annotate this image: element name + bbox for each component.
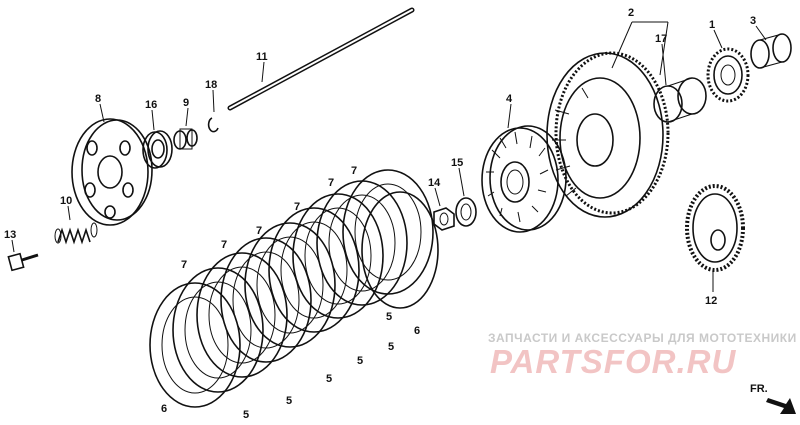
callout-9: 9 [183,97,189,109]
needle-bearing-part [653,77,707,123]
clutch-plate-stack [149,169,439,408]
callout-7: 7 [181,259,187,271]
callout-15: 15 [451,157,463,169]
callout-7: 7 [294,201,300,213]
washer-part [455,197,477,227]
callout-5: 5 [326,373,332,385]
leader-lines [11,21,767,292]
lock-nut-part [433,207,455,231]
circlip-part [207,117,219,133]
callout-11: 11 [256,51,268,63]
watermark-tagline: ЗАПЧАСТИ И АКСЕССУАРЫ ДЛЯ МОТОТЕХНИКИ [488,331,797,345]
callout-5: 5 [286,395,292,407]
front-direction-arrow [766,398,796,414]
callout-7: 7 [256,225,262,237]
callout-17: 17 [655,33,667,45]
callout-5: 5 [357,355,363,367]
callout-7: 7 [328,177,334,189]
callout-4: 4 [506,93,513,105]
callout-5: 5 [243,409,249,421]
spring-part [54,222,98,245]
callout-12: 12 [705,295,717,307]
callout-2: 2 [628,7,634,19]
callout-18: 18 [205,79,217,91]
callout-1: 1 [709,19,715,31]
clutch-center-part [481,125,567,233]
lifter-piece-part [173,128,198,150]
callout-14: 14 [428,177,441,189]
collar-part [750,33,792,69]
callout-13: 13 [4,229,16,241]
callout-8: 8 [95,93,101,105]
callout-6: 6 [414,325,420,337]
front-direction-label: FR. [750,383,768,395]
clutch-outer-part [546,51,670,218]
callout-10: 10 [60,195,72,207]
drive-gear-part [685,184,745,272]
pressure-plate-part [71,118,153,226]
callout-7: 7 [351,165,357,177]
part-callouts: 2 1 3 17 11 8 18 16 9 4 15 14 10 13 12 7… [4,7,756,421]
callout-16: 16 [145,99,157,111]
push-rod-part [227,7,415,111]
callout-3: 3 [750,15,756,27]
bolt-part [7,252,39,272]
callout-7: 7 [221,239,227,251]
callout-5: 5 [386,311,392,323]
bearing-part [142,130,173,169]
sprocket-part [706,47,750,103]
callout-5: 5 [388,341,394,353]
callout-6: 6 [161,403,167,415]
watermark-brand-logo: PARTSFOR.RU [490,343,737,380]
